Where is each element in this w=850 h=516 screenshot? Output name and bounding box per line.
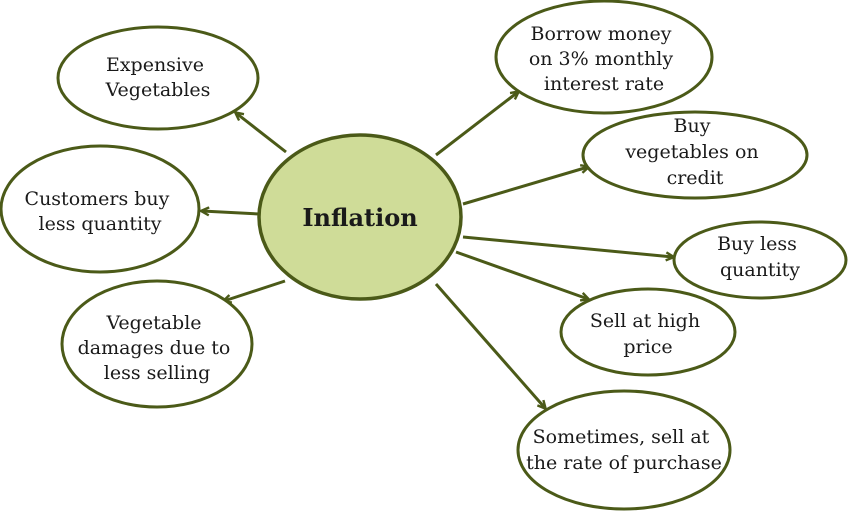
- node-label-line: vegetables on: [624, 141, 758, 163]
- node-sell-high-price: Sell at high price: [559, 287, 737, 377]
- node-label: Buy vegetables on credit: [624, 115, 764, 189]
- center-node-shape: [257, 133, 463, 301]
- node-label-line: credit: [667, 167, 724, 189]
- arrow-to-customers-buy-less: [202, 211, 260, 214]
- node-label-line: quantity: [720, 259, 800, 281]
- node-label: Sometimes, sell at the rate of purchase: [526, 426, 722, 474]
- node-sell-purchase-rate: Sometimes, sell at the rate of purchase: [516, 389, 732, 511]
- node-shape: [559, 287, 737, 377]
- arrow-to-sell-high-price: [455, 250, 588, 299]
- node-label-line: less quantity: [39, 213, 162, 235]
- center-node-label: Inflation: [302, 203, 417, 232]
- node-label-line: Sell at high: [590, 310, 700, 332]
- node-label: Customers buy less quantity: [25, 188, 176, 235]
- node-label: Vegetable damages due to less selling: [78, 312, 237, 384]
- arrow-to-buy-less-quantity: [462, 235, 673, 257]
- node-label-line: Expensive: [106, 54, 204, 76]
- node-buy-less-quantity: Buy less quantity: [672, 220, 848, 300]
- node-label: Borrow money on 3% monthly interest rate: [529, 23, 679, 95]
- node-shape: [494, 0, 714, 115]
- node-shape: [60, 279, 254, 409]
- node-label-line: the rate of purchase: [526, 452, 722, 474]
- node-shape: [672, 220, 848, 300]
- arrow-to-buy-on-credit: [462, 167, 588, 206]
- node-label-line: on 3% monthly: [529, 48, 674, 70]
- node-label-line: Buy less: [717, 233, 797, 255]
- node-buy-on-credit: Buy vegetables on credit: [581, 110, 809, 200]
- node-label: Expensive Vegetables: [105, 54, 211, 101]
- node-label-line: Borrow money: [530, 23, 671, 45]
- arrow-to-sell-purchase-rate: [434, 283, 545, 408]
- node-label-line: Buy: [674, 115, 711, 137]
- arrow-to-expensive-vegetables: [236, 113, 287, 154]
- node-label-line: Sometimes, sell at: [533, 426, 710, 448]
- node-label: Buy less quantity: [717, 233, 803, 281]
- node-vegetable-damages: Vegetable damages due to less selling: [60, 279, 254, 409]
- node-label-line: price: [623, 336, 672, 358]
- node-label-line: damages due to: [78, 337, 231, 359]
- node-shape: [0, 144, 201, 274]
- node-borrow-money: Borrow money on 3% monthly interest rate: [494, 0, 714, 115]
- arrow-to-vegetable-damages: [224, 279, 286, 301]
- arrow-to-borrow-money: [435, 92, 518, 157]
- node-label-line: interest rate: [544, 73, 664, 95]
- node-label-line: Vegetables: [105, 79, 211, 101]
- node-customers-buy-less: Customers buy less quantity: [0, 144, 201, 274]
- node-shape: [581, 110, 809, 200]
- node-shape: [56, 25, 260, 131]
- node-label-line: less selling: [104, 362, 211, 384]
- node-label-line: Vegetable: [105, 312, 201, 334]
- center-node: Inflation: [257, 133, 463, 301]
- node-expensive-vegetables: Expensive Vegetables: [56, 25, 260, 131]
- node-label: Sell at high price: [590, 310, 706, 358]
- arrows: [202, 92, 673, 408]
- node-shape: [516, 389, 732, 511]
- node-label-line: Customers buy: [25, 188, 170, 210]
